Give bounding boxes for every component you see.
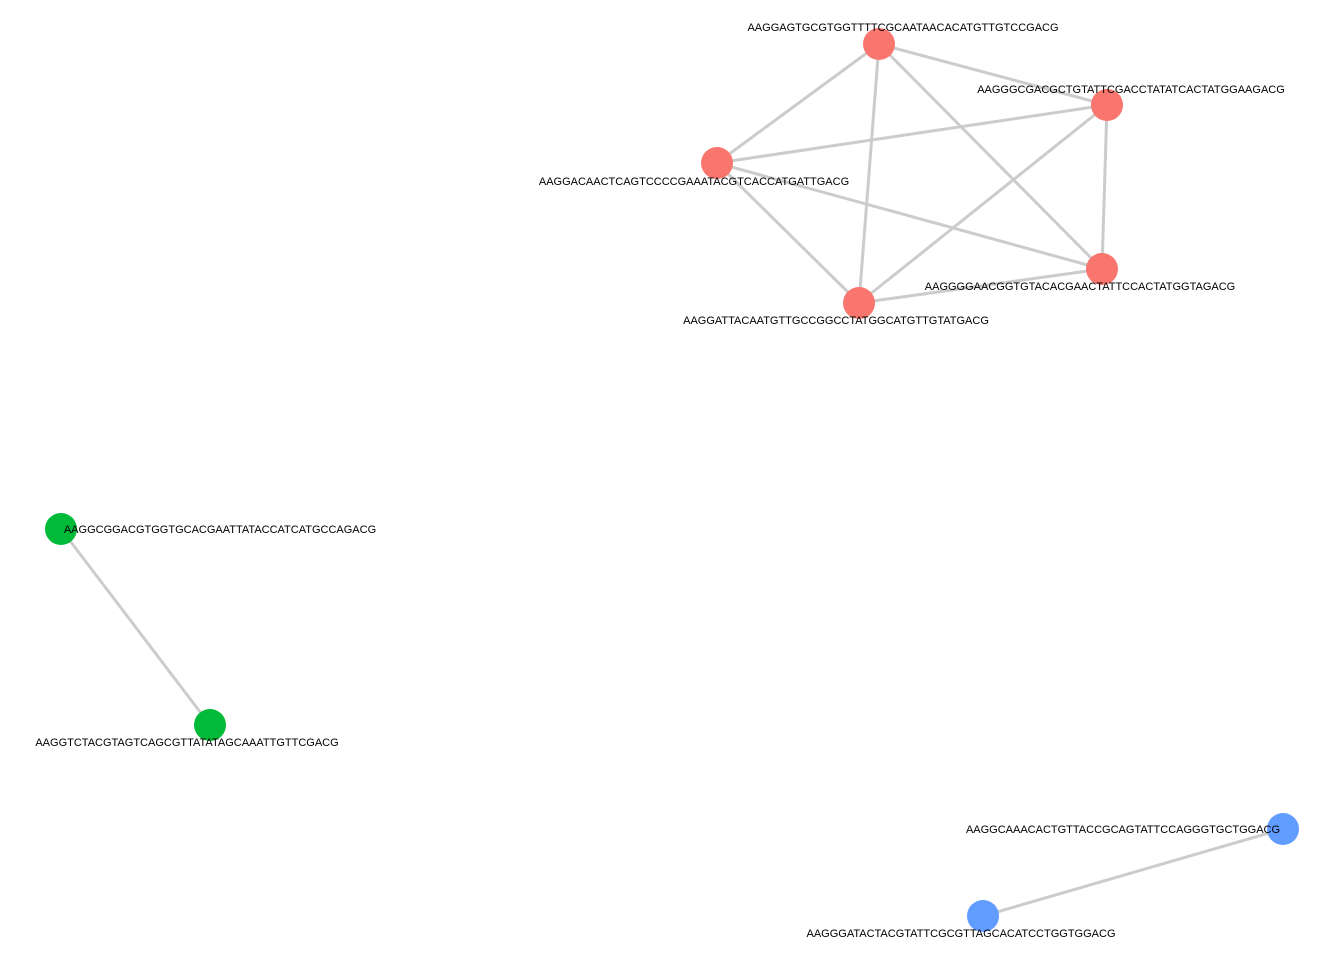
edge-n3-n4: [715, 161, 1104, 271]
edge-n4-n5: [857, 267, 1104, 305]
edge-n1-n2: [877, 42, 1109, 107]
edge-n1-n5: [857, 42, 881, 305]
edge-n3-n5: [715, 161, 861, 305]
edge-n2-n4: [1100, 103, 1109, 271]
node-label-n2: AAGGGCGACGCTGTATTCGACCTATATCACTATGGAAGAC…: [977, 84, 1285, 96]
node-red-n2: [1091, 89, 1123, 121]
edge-n1-n3: [715, 42, 881, 165]
node-label-n9: AAGGGATACTACGTATTCGCGTTAGCACATCCTGGTGGAC…: [806, 928, 1115, 940]
node-label-n5: AAGGATTACAATGTTGCCGGCCTATGGCATGTTGTATGAC…: [683, 315, 989, 327]
edge-n8-n9: [981, 827, 1285, 918]
edge-n2-n3: [715, 103, 1109, 165]
labels-layer: AAGGAGTGCGTGGTTTTCGCAATAACACATGTTGTCCGAC…: [35, 22, 1284, 940]
node-label-n3: AAGGACAACTCAGTCCCCGAAATACGTCACCATGATTGAC…: [539, 176, 849, 188]
node-red-n1: [863, 28, 895, 60]
node-label-n7: AAGGTCTACGTAGTCAGCGTTATATAGCAAATTGTTCGAC…: [35, 737, 338, 749]
edge-n1-n4: [877, 42, 1104, 271]
node-label-n1: AAGGAGTGCGTGGTTTTCGCAATAACACATGTTGTCCGAC…: [747, 22, 1058, 34]
nodes-layer: [45, 28, 1299, 932]
node-label-n8: AAGGCAAACACTGTTACCGCAGTATTCCAGGGTGCTGGAC…: [966, 824, 1280, 836]
node-label-n6: AAGGCGGACGTGGTGCACGAATTATACCATCATGCCAGAC…: [64, 524, 376, 536]
edges-layer: [59, 42, 1285, 918]
node-red-n3: [701, 147, 733, 179]
node-red-n5: [843, 287, 875, 319]
node-green-n7: [194, 709, 226, 741]
node-blue-n8: [1267, 813, 1299, 845]
node-red-n4: [1086, 253, 1118, 285]
node-green-n6: [45, 513, 77, 545]
edge-n6-n7: [59, 527, 212, 727]
node-label-n4: AAGGGGAACGGTGTACACGAACTATTCCACTATGGTAGAC…: [925, 281, 1235, 293]
node-blue-n9: [967, 900, 999, 932]
edge-n2-n5: [857, 103, 1109, 305]
